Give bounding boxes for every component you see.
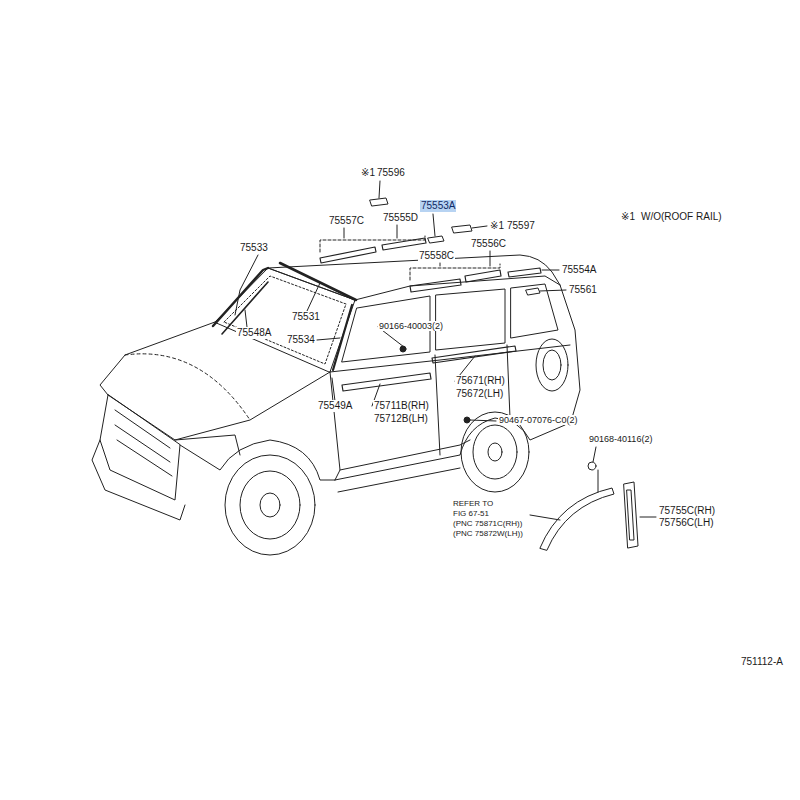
part-number: 75557C bbox=[328, 215, 365, 227]
part-number: 75554A bbox=[561, 264, 597, 276]
part-number: 75597 bbox=[506, 220, 536, 232]
part-number: 75672(LH) bbox=[455, 388, 504, 400]
part-number: 75596 bbox=[376, 167, 406, 179]
figure-code: 751112-A bbox=[740, 656, 784, 668]
part-number: 75756C(LH) bbox=[658, 517, 714, 529]
part-number: 90166-40003(2) bbox=[378, 321, 444, 331]
part-number: 75533 bbox=[239, 242, 269, 254]
reference-note: (PNC 75871C(RH)) bbox=[452, 519, 523, 528]
part-number: 75531 bbox=[291, 311, 321, 323]
part-number: 75712B(LH) bbox=[373, 413, 429, 425]
note-mark: ※1 bbox=[360, 167, 376, 179]
reference-note: (PNC 75872W(LH)) bbox=[452, 529, 524, 538]
part-number: 75553A bbox=[420, 200, 456, 212]
part-number: 75711B(RH) bbox=[373, 400, 430, 412]
part-number: 75556C bbox=[470, 238, 507, 250]
part-number: 90168-40116(2) bbox=[588, 434, 653, 444]
part-number: 75558C bbox=[418, 250, 455, 262]
note-mark: ※1 bbox=[489, 220, 505, 232]
part-number: 75755C(RH) bbox=[658, 505, 716, 517]
part-number: 90467-07076-C0(2) bbox=[498, 415, 579, 425]
part-number: 75555D bbox=[382, 212, 419, 224]
reference-note: REFER TO bbox=[452, 499, 494, 508]
part-number: 75534 bbox=[286, 334, 316, 346]
note-text: W/O(ROOF RAIL) bbox=[640, 211, 723, 223]
part-number: 75549A bbox=[317, 400, 353, 412]
reference-note: FIG 67-51 bbox=[452, 509, 490, 518]
note-mark: ※1 bbox=[620, 211, 636, 223]
part-number: 75561 bbox=[568, 284, 598, 296]
part-number: 75671(RH) bbox=[455, 375, 506, 387]
part-number: 75548A bbox=[236, 327, 272, 339]
